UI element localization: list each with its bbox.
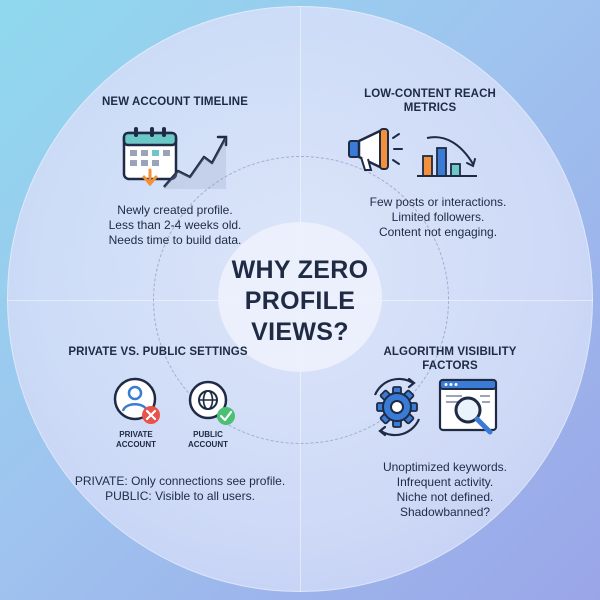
bottom-left-line-private: PRIVATE: Only connections see profile.	[70, 474, 290, 489]
top-right-title-line1: LOW-CONTENT REACH	[364, 88, 496, 100]
public-label-line1: PUBLIC	[193, 430, 223, 439]
declining-bar-chart-icon	[417, 136, 477, 177]
top-right-title-line2: METRICS	[403, 102, 457, 114]
dashed-ring	[153, 156, 449, 444]
top-right-line: Content not engaging.	[378, 225, 498, 239]
private-label-line2: ACCOUNT	[116, 440, 156, 449]
calendar-growth-icon	[122, 127, 228, 189]
center-title-line1: WHY ZERO	[231, 256, 369, 284]
private-desc: Only connections see profile.	[127, 474, 286, 488]
megaphone-icon	[348, 128, 403, 171]
top-right-body: Few posts or interactions. Limited follo…	[343, 195, 533, 240]
top-right-line: Few posts or interactions.	[369, 195, 507, 209]
bottom-right-line: Infrequent activity.	[396, 475, 494, 489]
center-circle	[218, 222, 382, 372]
public-key: PUBLIC:	[105, 489, 152, 503]
gear-cycle-icon	[373, 377, 421, 437]
private-label-line1: PRIVATE	[119, 430, 153, 439]
top-left-body: Newly created profile. Less than 2-4 wee…	[85, 203, 265, 248]
bottom-right-line: Niche not defined.	[396, 490, 494, 504]
bottom-right-title: ALGORITHM VISIBILITY FACTORS	[383, 346, 517, 372]
top-left-line: Less than 2-4 weeks old.	[108, 218, 242, 232]
bottom-left-title: PRIVATE VS. PUBLIC SETTINGS	[68, 346, 248, 358]
center-title-line2: PROFILE	[244, 287, 356, 315]
public-label-line2: ACCOUNT	[188, 440, 228, 449]
center-title: WHY ZERO PROFILE VIEWS?	[220, 255, 380, 348]
top-left-title: NEW ACCOUNT TIMELINE	[102, 96, 248, 108]
top-left-line: Newly created profile.	[117, 203, 233, 217]
bottom-right-body: Unoptimized keywords. Infrequent activit…	[350, 460, 540, 520]
top-left-line: Needs time to build data.	[108, 233, 242, 247]
private-key: PRIVATE:	[74, 474, 128, 488]
top-right-title: LOW-CONTENT REACH METRICS	[350, 87, 510, 115]
bottom-left-body: PRIVATE: Only connections see profile. P…	[70, 474, 290, 504]
public-desc: Visible to all users.	[151, 489, 255, 503]
top-right-line: Limited followers.	[391, 210, 485, 224]
search-window-icon	[438, 378, 498, 435]
bottom-left-line-public: PUBLIC: Visible to all users.	[70, 489, 290, 504]
bottom-right-line: Shadowbanned?	[399, 505, 491, 519]
globe-check-icon	[188, 380, 235, 425]
bottom-right-line: Unoptimized keywords.	[382, 460, 508, 474]
private-account-label: PRIVATE ACCOUNT	[108, 430, 164, 450]
center-title-line3: VIEWS?	[251, 318, 349, 346]
public-account-label: PUBLIC ACCOUNT	[180, 430, 236, 450]
user-x-icon	[113, 377, 160, 424]
